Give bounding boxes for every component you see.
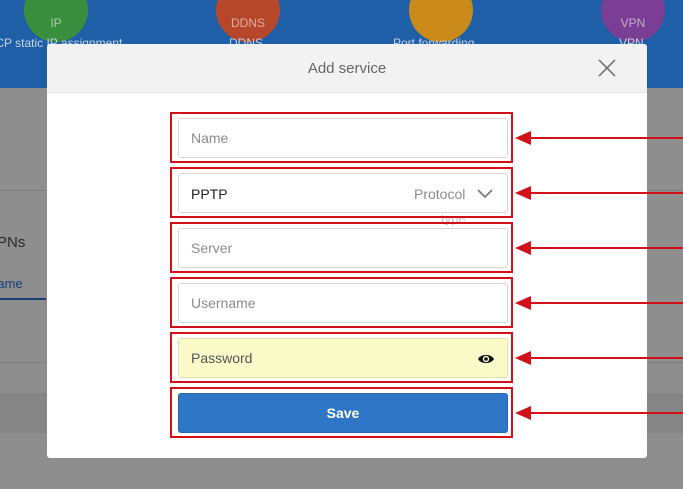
name-input[interactable]	[179, 119, 507, 157]
annotation-box-server	[170, 222, 513, 273]
annotation-box-save	[170, 387, 513, 438]
tab-name[interactable]: Name	[0, 276, 23, 291]
server-field[interactable]	[178, 228, 508, 268]
save-button[interactable]: Save	[178, 393, 508, 433]
username-input[interactable]	[179, 284, 507, 322]
close-icon[interactable]	[596, 57, 618, 79]
password-field[interactable]	[178, 338, 508, 378]
dialog-title: Add service	[307, 60, 387, 77]
password-input[interactable]	[179, 339, 507, 377]
protocol-label: Protocol	[414, 186, 466, 202]
server-input[interactable]	[179, 229, 507, 267]
annotation-box-protocol	[170, 167, 513, 218]
annotation-box-username	[170, 277, 513, 328]
username-field[interactable]	[178, 283, 508, 323]
chevron-down-icon[interactable]	[477, 188, 493, 200]
protocol-select[interactable]: PPTP Protocol type	[178, 173, 508, 226]
eye-icon[interactable]	[477, 352, 495, 366]
annotation-box-name	[170, 112, 513, 163]
protocol-value: PPTP	[191, 186, 228, 202]
annotation-box-password	[170, 332, 513, 383]
tab-underline	[0, 298, 46, 300]
section-title: VPNs	[0, 234, 26, 251]
name-field[interactable]	[178, 118, 508, 158]
dialog-header: Add service	[47, 44, 647, 93]
